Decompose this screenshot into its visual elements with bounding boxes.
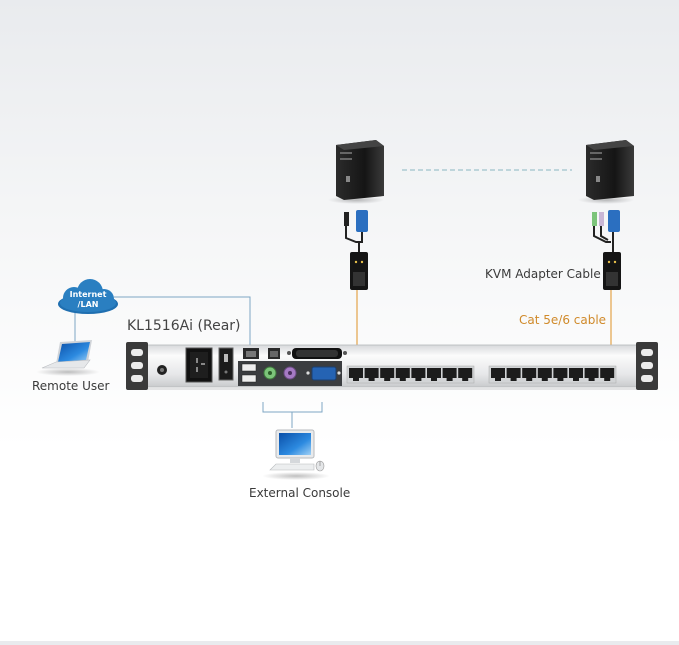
kvm-port[interactable] (506, 368, 521, 381)
kvm-adapter-cable-label: KVM Adapter Cable (485, 267, 601, 281)
usb-ports[interactable] (241, 363, 257, 383)
cat-cable-label: Cat 5e/6 cable (519, 313, 607, 327)
cloud-label-line1: Internet (69, 290, 107, 299)
laptop-icon (36, 340, 100, 376)
ground-screw-icon (157, 365, 167, 375)
kvm-port[interactable] (411, 368, 426, 381)
lan-port[interactable] (243, 348, 259, 359)
external-console-pc-icon (262, 429, 330, 480)
kvm-adapter-left-icon (350, 252, 368, 290)
ps2-mouse-port[interactable] (283, 366, 297, 380)
kvm-port[interactable] (442, 368, 457, 381)
power-socket-icon (185, 347, 213, 383)
ps2-vga-connectors-right (592, 210, 620, 252)
vga-port[interactable] (306, 366, 341, 381)
kvm-port[interactable] (427, 368, 441, 381)
server-tower-right-icon (578, 140, 634, 204)
internet-lan-cloud-icon (58, 279, 118, 314)
network-connection-line (114, 296, 251, 347)
kvm-port[interactable] (537, 368, 552, 381)
kvm-port[interactable] (569, 368, 583, 381)
kvm-port[interactable] (395, 368, 410, 381)
cloud-label: Internet /LAN (62, 290, 114, 310)
power-switch[interactable] (218, 347, 234, 381)
rack-ear-left (126, 342, 148, 390)
serial-port-connector[interactable] (287, 348, 347, 359)
kvm-port[interactable] (364, 368, 379, 381)
kvm-port-group-1 (346, 365, 475, 384)
cloud-label-line2: /LAN (77, 300, 99, 309)
server-tower-left-icon (328, 140, 384, 204)
kvm-port[interactable] (600, 368, 615, 381)
kvm-adapter-right-icon (603, 252, 621, 290)
kvm-port[interactable] (458, 368, 473, 381)
device-model-label: KL1516Ai (Rear) (127, 318, 241, 334)
remote-user-label: Remote User (32, 379, 110, 393)
rack-ear-right (636, 342, 658, 390)
kvm-port-group-2 (488, 365, 617, 384)
console-connection-bracket (262, 402, 323, 413)
usb-vga-connectors-left (344, 210, 368, 252)
ps2-keyboard-port[interactable] (263, 366, 277, 380)
kvm-port[interactable] (380, 368, 395, 381)
kvm-port[interactable] (491, 368, 505, 381)
kvm-port[interactable] (553, 368, 568, 381)
kvm-port[interactable] (522, 368, 537, 381)
pon-port[interactable] (268, 348, 280, 359)
external-console-label: External Console (249, 486, 351, 500)
kvm-port[interactable] (584, 368, 599, 381)
kvm-port[interactable] (349, 368, 363, 381)
